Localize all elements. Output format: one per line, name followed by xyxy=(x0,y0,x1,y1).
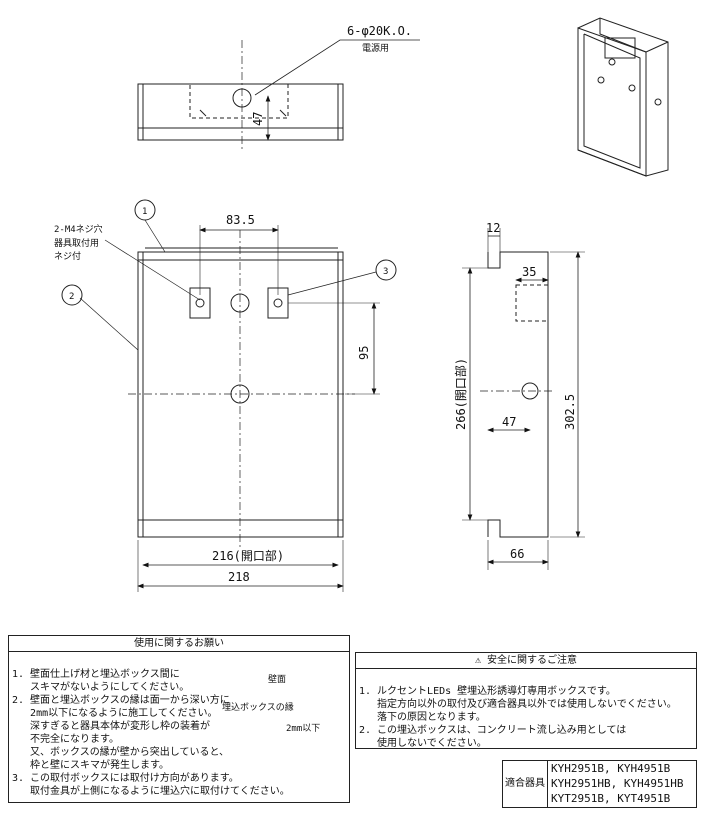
dim-216-opening: 216(開口部) xyxy=(212,548,284,563)
callout-circle-3 xyxy=(375,259,397,281)
usage-line: 1. 壁面仕上げ材と埋込ボックス間に xyxy=(12,669,180,680)
front-view-outline xyxy=(137,251,344,538)
dim-95: 95 xyxy=(357,346,371,360)
m4-screw-hole-left xyxy=(195,298,205,308)
dim-302-5: 302.5 xyxy=(563,394,577,430)
label-wall-surface: 壁面 xyxy=(268,675,287,685)
usage-notes-title: 使用に関するお願い xyxy=(9,636,349,652)
label-2mm: 2mm以下 xyxy=(286,724,321,734)
isometric-view xyxy=(577,17,669,177)
compat-row: KYT2951B, KYT4951B xyxy=(551,792,671,805)
top-hole-label: 6-φ20K.O. xyxy=(347,24,412,38)
usage-notes-box: 使用に関するお願い xyxy=(8,635,350,803)
usage-notes-text: 1. 壁面仕上げ材と埋込ボックス間に スキマがないようにしてください。 2. 壁面… xyxy=(12,655,290,811)
dim-12: 12 xyxy=(486,221,500,235)
top-depth-dim: 47 xyxy=(251,112,265,126)
m4-screw-hole-right xyxy=(273,298,283,308)
compat-table: 適合器具 KYH2951B, KYH4951B KYH2951HB, KYH49… xyxy=(502,760,697,808)
screw-label-line3: ネジ付 xyxy=(54,251,81,262)
callout-2-label: 2 xyxy=(69,292,74,302)
dim-66: 66 xyxy=(510,547,524,561)
compat-row: KYH2951B, KYH4951B xyxy=(551,762,671,775)
dim-83-5: 83.5 xyxy=(226,213,255,227)
usage-line: 深すぎると器具本体が変形し枠の装着が xyxy=(12,721,211,732)
usage-line: 2mm以下になるように施工してください。 xyxy=(12,708,218,719)
callout-3-label: 3 xyxy=(383,267,388,277)
warning-triangle-icon: ⚠ xyxy=(474,655,481,666)
safety-line: 使用しないでください。 xyxy=(359,738,487,749)
usage-line: 不完全になります。 xyxy=(12,734,120,745)
label-box-edge: 埋込ボックスの縁 xyxy=(222,703,294,713)
safety-line: 指定方向以外の取付及び適合器具以外では使用しないでください。 xyxy=(359,699,677,710)
dim-47-side: 47 xyxy=(502,415,516,429)
front-view xyxy=(61,199,397,592)
knockout-hole-upper xyxy=(230,293,250,313)
usage-line: 取付金具が上側になるように埋込穴に取付けてください。 xyxy=(12,786,290,797)
usage-line: 又、ボックスの縁が壁から突出していると、 xyxy=(12,747,230,758)
side-view-outline xyxy=(487,251,549,538)
knockout-hole-center xyxy=(230,384,250,404)
top-view xyxy=(137,39,420,150)
safety-notes-header: ⚠ 安全に関するご注意 xyxy=(356,653,696,669)
dim-35: 35 xyxy=(522,265,536,279)
dim-218: 218 xyxy=(228,570,250,584)
compat-table-header: 適合器具 xyxy=(503,761,548,807)
safety-notes-title: 安全に関するご注意 xyxy=(487,655,578,666)
safety-line: 1. ルクセントLEDs 壁埋込形誘導灯専用ボックスです。 xyxy=(359,686,616,697)
callout-1-label: 1 xyxy=(142,207,147,217)
side-view xyxy=(462,228,585,570)
dim-266-opening: 266(開口部) xyxy=(453,358,468,430)
top-view-outline xyxy=(137,83,344,141)
callout-circle-2 xyxy=(61,284,83,306)
usage-line: スキマがないようにしてください。 xyxy=(12,682,190,693)
usage-line: 2. 壁面と埋込ボックスの縁は面一から深い方に xyxy=(12,695,230,706)
safety-notes-box: ⚠ 安全に関するご注意 xyxy=(355,652,697,749)
usage-line: 3. この取付ボックスには取付け方向があります。 xyxy=(12,773,239,784)
safety-line: 2. この埋込ボックスは、コンクリート流し込み用としては xyxy=(359,725,627,736)
callout-circle-1 xyxy=(134,199,156,221)
mount-bracket-hidden xyxy=(189,83,289,119)
top-hole-sublabel: 電源用 xyxy=(362,43,389,54)
safety-notes-text: 1. ルクセントLEDs 壁埋込形誘導灯専用ボックスです。 指定方向以外の取付及… xyxy=(359,672,677,763)
screw-label-line1: 2-M4ネジ穴 xyxy=(54,223,103,235)
safety-line: 落下の原因となります。 xyxy=(359,712,486,723)
screw-label-line2: 器具取付用 xyxy=(54,238,99,249)
compat-row: KYH2951HB, KYH4951HB xyxy=(551,777,684,790)
usage-line: 枠と壁にスキマが発生します。 xyxy=(12,760,170,771)
